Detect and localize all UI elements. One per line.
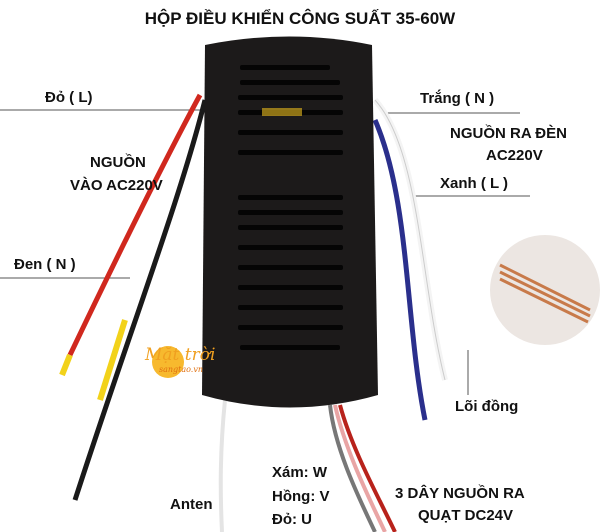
label-fan-out-1: 3 DÂY NGUỒN RA <box>395 485 525 502</box>
yellow-sleeve <box>97 319 128 401</box>
antenna-wire <box>218 399 227 532</box>
label-input-1: NGUỒN <box>90 154 146 171</box>
logo-sub: sangtao.vn <box>159 365 204 374</box>
label-white-out: Trắng ( N ) <box>420 90 495 107</box>
red-fan-wire <box>338 404 397 532</box>
grey-wire <box>328 404 377 532</box>
label-grey: Xám: W <box>272 464 328 481</box>
label-antenna: Anten <box>170 496 213 513</box>
leader-lines <box>0 109 530 395</box>
label-copper: Lõi đồng <box>455 398 519 415</box>
red-wire-tip <box>59 353 73 377</box>
label-lamp-out-1: NGUỒN RA ĐÈN <box>450 125 567 142</box>
pink-wire <box>333 404 387 532</box>
label-lamp-out-2: AC220V <box>486 147 543 164</box>
label-red-u: Đỏ: U <box>272 511 312 528</box>
copper-core-photo <box>490 235 600 345</box>
logo-sun-icon <box>152 346 184 378</box>
logo-name: Mặt trời <box>145 345 216 365</box>
vents <box>238 65 343 350</box>
black-wire <box>72 99 208 501</box>
blue-wire <box>372 118 428 421</box>
red-wire <box>67 93 203 357</box>
label-pink: Hồng: V <box>272 488 330 505</box>
label-black-in: Đen ( N ) <box>14 256 76 273</box>
controller-box <box>202 36 378 408</box>
label-fan-out-2: QUẠT DC24V <box>418 507 514 524</box>
page-title: HỘP ĐIỀU KHIỂN CÔNG SUẤT 35-60W <box>144 9 456 28</box>
label-red-in: Đỏ ( L) <box>45 89 93 106</box>
internal-light <box>262 108 302 116</box>
label-blue-out: Xanh ( L ) <box>440 175 509 192</box>
label-input-2: VÀO AC220V <box>70 177 163 194</box>
